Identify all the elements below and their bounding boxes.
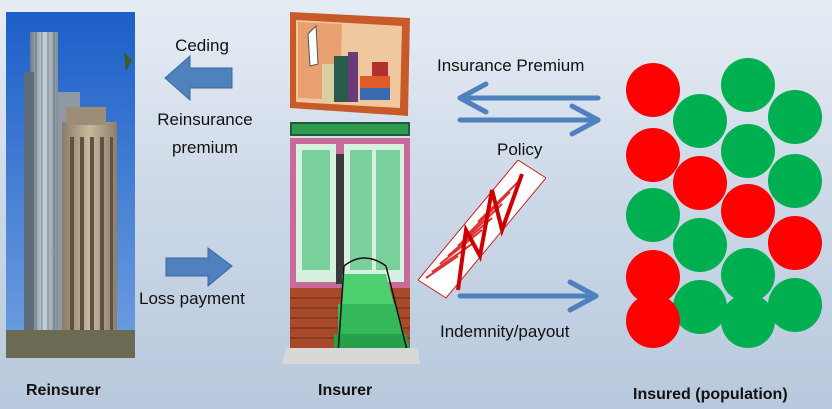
insurance-premium-arrow: [457, 81, 601, 115]
green-person-circle: [626, 188, 680, 242]
green-person-circle: [721, 248, 775, 302]
green-person-circle: [768, 90, 822, 144]
ceding-label: Ceding: [175, 36, 229, 55]
green-person-circle: [721, 124, 775, 178]
policy-document-image: [418, 160, 546, 300]
red-person-circle: [721, 184, 775, 238]
insurer-storefront-image: [282, 4, 420, 366]
reinsurance-premium-label: Reinsurance premium: [157, 110, 253, 157]
green-person-circle: [721, 294, 775, 348]
policy-label: Policy: [497, 140, 543, 159]
green-person-circle: [673, 94, 727, 148]
policy-arrow: [457, 103, 601, 137]
loss-payment-arrow: [165, 247, 233, 288]
indemnity-label: Indemnity/payout: [440, 322, 570, 341]
indemnity-arrow: [457, 279, 599, 313]
insured-population-circles: [626, 58, 822, 348]
ceding-arrow: [164, 54, 233, 102]
insurance-premium-label: Insurance Premium: [437, 56, 585, 75]
green-person-circle: [721, 58, 775, 112]
green-person-circle: [673, 280, 727, 334]
red-person-circle: [768, 216, 822, 270]
red-person-circle: [673, 156, 727, 210]
reinsurer-building-image: [6, 12, 135, 358]
green-person-circle: [673, 218, 727, 272]
red-person-circle: [626, 294, 680, 348]
loss-payment-label: Loss payment: [139, 289, 245, 308]
red-person-circle: [626, 63, 680, 117]
green-person-circle: [768, 278, 822, 332]
red-person-circle: [626, 128, 680, 182]
green-person-circle: [768, 154, 822, 208]
insurer-title: Insurer: [318, 382, 373, 399]
reinsurer-title: Reinsurer: [26, 382, 101, 399]
red-person-circle: [626, 250, 680, 304]
insured-title: Insured (population): [633, 386, 788, 403]
